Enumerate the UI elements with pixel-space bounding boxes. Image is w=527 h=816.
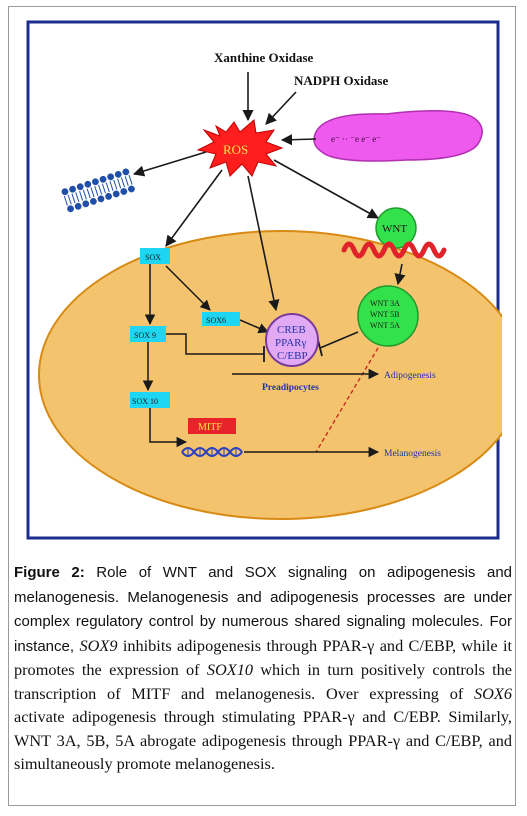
caption-text-3: which in turn positively controls the tr… <box>14 660 512 703</box>
xanthine-oxidase-label: Xanthine Oxidase <box>214 50 314 65</box>
sox10-box <box>130 392 170 408</box>
sox-box <box>140 248 170 264</box>
mitochondrion: e⁻ ·· ⁻e e⁻ e⁻ <box>313 110 483 162</box>
sox10-label: SOX 10 <box>132 397 158 406</box>
arrow-ros-sox <box>165 169 223 247</box>
mitochondrion-electron-label: e⁻ ·· ⁻e e⁻ e⁻ <box>331 134 381 144</box>
arrow-ros-membrane <box>132 151 207 177</box>
caption-text-4: activate adipogenesis through stimulatin… <box>14 707 512 773</box>
wnt-label: WNT <box>382 223 407 235</box>
arrow-sox6-creb <box>239 319 269 334</box>
mitf-label: MITF <box>198 422 222 433</box>
cebp-label: C/EBP <box>277 350 308 362</box>
wnt-receptor <box>341 241 447 259</box>
inhibit-sox9-creb <box>166 333 264 355</box>
inhibit-wnt-creb <box>319 331 359 349</box>
wnt-melanogenesis-dashed <box>315 347 379 453</box>
arrow-sox-sox6 <box>165 265 211 311</box>
sox9-label: SOX 9 <box>134 331 156 340</box>
wnt-ligand <box>375 207 417 249</box>
sox-label: SOX <box>145 253 161 262</box>
wnt-5b-label: WNT 5B <box>370 310 399 319</box>
adipogenesis-label: Adipogenesis <box>384 371 436 381</box>
arrow-receptor-wnt3 <box>394 263 406 286</box>
preadipocytes-label: Preadipocytes <box>262 383 319 393</box>
melanogenesis-label: Melanogenesis <box>384 449 441 459</box>
caption-gene-sox9: SOX9 <box>79 635 118 655</box>
caption-gene-sox10: SOX10 <box>206 660 253 679</box>
nadph-oxidase-label: NADPH Oxidase <box>294 73 388 88</box>
wnt-5a-label: WNT 5A <box>370 321 400 330</box>
sox6-box <box>202 312 240 326</box>
caption-text-1: Role of WNT and SOX signaling on adipoge… <box>14 564 512 655</box>
arrow-mito-ros <box>280 134 317 146</box>
mitf-box <box>188 418 236 434</box>
dna-helix <box>181 447 243 457</box>
wnt-3a-5b-5a-node <box>357 285 419 347</box>
phospholipid-bilayer <box>61 168 135 213</box>
caption-text-2: inhibits adipogenesis through PPAR-γ and… <box>14 635 512 680</box>
arrow-ros-creb <box>247 175 280 312</box>
ros-label: ROS <box>223 142 248 157</box>
signaling-diagram: Xanthine Oxidase NADPH Oxidase ROS e⁻ ··… <box>26 20 502 540</box>
figure-caption: Figure 2: Role of WNT and SOX signaling … <box>14 560 512 776</box>
creb-ppar-cebp-node <box>265 313 319 367</box>
sox6-label: SOX6 <box>206 316 226 325</box>
sox9-box <box>130 326 166 342</box>
figure-label: Figure 2: <box>14 564 85 581</box>
arrow-nadph-ros <box>265 91 297 125</box>
arrow-sox10-mitf <box>149 408 188 448</box>
ppar-label: PPARγ <box>275 337 307 349</box>
wnt-3a-label: WNT 3A <box>370 299 400 308</box>
creb-label: CREB <box>277 324 306 336</box>
caption-gene-sox6: SOX6 <box>474 683 512 703</box>
ros-burst <box>196 119 284 177</box>
arrow-ros-wnt <box>273 159 379 219</box>
